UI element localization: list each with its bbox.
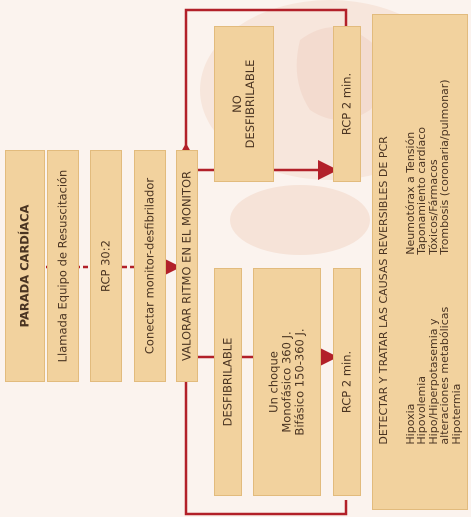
box-valorar-ritmo-label: VALORAR RITMO EN EL MONITOR — [179, 170, 194, 362]
cause-item: Trombosis (coronaria/pulmonar) — [438, 79, 451, 255]
box-rcp-2min-bottom-label: RCP 2 min. — [339, 350, 354, 414]
box-parada-cardiaca: PARADA CARDÍACA — [5, 150, 45, 382]
box-no-desfibrilable: NO DESFIBRILABLE — [214, 26, 274, 182]
box-causas-reversibles: DETECTAR Y TRATAR LAS CAUSAS REVERSIBLES… — [372, 14, 468, 510]
cause-item: Hipotermia — [449, 383, 463, 445]
no-desfib-line-2: DESFIBRILABLE — [243, 59, 257, 149]
box-llamada-equipo-label: Llamada Equipo de Resuscitación — [55, 169, 70, 363]
causes-right-list: Neumotórax a Tensión Taponamiento cardía… — [404, 79, 463, 255]
box-no-desfibrilable-label: NO DESFIBRILABLE — [230, 59, 257, 149]
box-desfibrilable: DESFIBRILABLE — [214, 268, 242, 496]
causes-title: DETECTAR Y TRATAR LAS CAUSAS REVERSIBLES… — [377, 136, 390, 445]
box-rcp-30-2-label: RCP 30:2 — [98, 240, 113, 292]
cause-item: alteraciones metabólicas — [438, 306, 451, 445]
causes-columns: Hipoxia Hipovolemia Hipo/Hiperpotasemia … — [404, 79, 463, 445]
box-valorar-ritmo: VALORAR RITMO EN EL MONITOR — [176, 150, 198, 382]
cause-item: Hipovolemia — [415, 375, 428, 445]
box-rcp-2min-bottom: RCP 2 min. — [333, 268, 361, 496]
box-un-choque: Un choque Monofásico 360 J. Bifásico 150… — [253, 268, 321, 496]
cause-item: Taponamiento cardíaco — [415, 126, 428, 255]
box-rcp-2min-top-label: RCP 2 min. — [339, 72, 354, 136]
box-parada-cardiaca-label: PARADA CARDÍACA — [17, 204, 32, 328]
choque-line-3: Bifásico 150-360 J. — [292, 328, 307, 436]
causes-left-list: Hipoxia Hipovolemia Hipo/Hiperpotasemia … — [404, 306, 463, 445]
box-llamada-equipo: Llamada Equipo de Resuscitación — [47, 150, 79, 382]
box-un-choque-label: Un choque Monofásico 360 J. Bifásico 150… — [267, 328, 307, 436]
box-rcp-30-2: RCP 30:2 — [90, 150, 122, 382]
box-rcp-2min-top: RCP 2 min. — [333, 26, 361, 182]
box-desfibrilable-label: DESFIBRILABLE — [220, 337, 235, 427]
box-conectar-monitor-label: Conectar monitor-desfibrilador — [142, 177, 157, 355]
box-conectar-monitor: Conectar monitor-desfibrilador — [134, 150, 166, 382]
causes-content: DETECTAR Y TRATAR LAS CAUSAS REVERSIBLES… — [377, 79, 463, 445]
